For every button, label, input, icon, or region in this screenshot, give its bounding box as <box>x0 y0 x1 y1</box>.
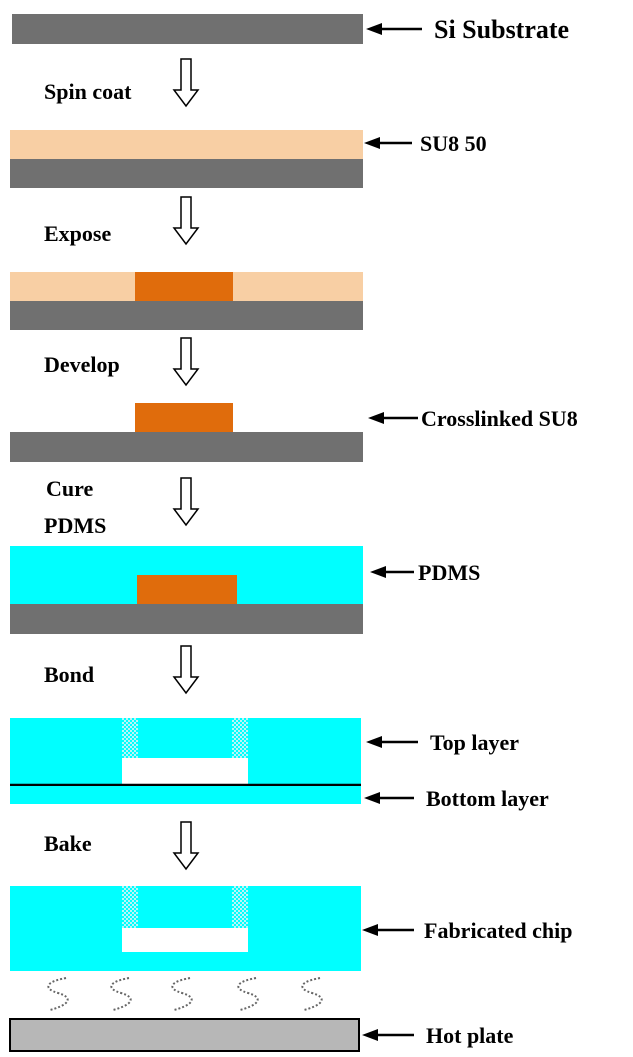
chip-channel-void <box>122 928 248 952</box>
step-label-pdms: PDMS <box>44 513 106 538</box>
stage-pdms-cured: PDMS <box>10 546 480 634</box>
heat-wave-icon <box>171 977 193 1011</box>
stage-bonded: Top layer Bottom layer <box>10 718 549 811</box>
step-spin-coat: Spin coat <box>44 58 200 108</box>
label-pdms: PDMS <box>418 560 480 585</box>
crosslinked-su8-block <box>135 403 233 432</box>
bottom-pdms-layer <box>10 786 361 804</box>
crosslinked-su8-mold <box>137 575 237 604</box>
si-substrate-layer <box>10 159 363 188</box>
pointer-crosslinked-su8-icon <box>368 412 418 424</box>
si-substrate-layer <box>12 14 363 44</box>
pointer-fabricated-chip-icon <box>362 924 414 936</box>
label-si-substrate: Si Substrate <box>434 15 569 44</box>
pointer-hot-plate-icon <box>362 1029 414 1041</box>
hatched-channel-wall-left <box>122 718 138 758</box>
step-bond: Bond <box>44 645 200 695</box>
hot-plate <box>9 1018 360 1052</box>
process-arrow-develop-icon <box>172 337 200 387</box>
hatched-channel-wall-left <box>122 886 138 928</box>
stage-su8-coat: SU8 50 <box>10 130 487 188</box>
channel-void <box>122 758 248 785</box>
process-arrow-cure-pdms-icon <box>172 477 200 527</box>
pointer-pdms-icon <box>370 566 414 578</box>
si-substrate-layer <box>10 301 363 330</box>
label-su8-50: SU8 50 <box>420 131 487 156</box>
stage-si-substrate: Si Substrate <box>12 14 569 44</box>
hatched-channel-wall-right <box>232 718 248 758</box>
heat-waves <box>47 977 323 1011</box>
process-arrow-spin-coat-icon <box>172 58 200 108</box>
stage-exposed <box>10 272 363 330</box>
stage-fabricated-chip: Fabricated chip <box>10 886 573 971</box>
heat-wave-icon <box>47 977 69 1011</box>
step-expose: Expose <box>44 196 200 246</box>
pointer-si-substrate-icon <box>366 23 422 35</box>
stage-hot-plate: Hot plate <box>9 1018 514 1052</box>
label-hot-plate: Hot plate <box>426 1023 514 1048</box>
hatched-channel-wall-right <box>232 886 248 928</box>
heat-wave-icon <box>237 977 259 1011</box>
label-top-layer: Top layer <box>430 730 519 755</box>
si-substrate-layer <box>10 432 363 462</box>
step-bake: Bake <box>44 821 200 871</box>
su8-resist-layer <box>10 130 363 159</box>
process-arrow-bond-icon <box>172 645 200 695</box>
si-substrate-layer <box>10 604 363 634</box>
heat-wave-icon <box>301 977 323 1011</box>
step-label-cure: Cure <box>46 476 93 501</box>
label-bottom-layer: Bottom layer <box>426 786 549 811</box>
pointer-bottom-layer-icon <box>364 792 414 804</box>
process-arrow-bake-icon <box>172 821 200 871</box>
step-label-spin-coat: Spin coat <box>44 79 132 104</box>
pointer-su8-50-icon <box>364 137 412 149</box>
heat-wave-icon <box>110 977 132 1011</box>
step-label-bond: Bond <box>44 662 94 687</box>
label-crosslinked-su8: Crosslinked SU8 <box>421 406 578 431</box>
step-cure-pdms: Cure PDMS <box>44 476 200 538</box>
step-label-bake: Bake <box>44 831 92 856</box>
step-label-expose: Expose <box>44 221 111 246</box>
label-fabricated-chip: Fabricated chip <box>424 918 573 943</box>
step-develop: Develop <box>44 337 200 387</box>
pointer-top-layer-icon <box>366 736 418 748</box>
step-label-develop: Develop <box>44 352 120 377</box>
stage-developed: Crosslinked SU8 <box>10 403 578 462</box>
process-arrow-expose-icon <box>172 196 200 246</box>
exposed-su8-region <box>135 272 233 301</box>
